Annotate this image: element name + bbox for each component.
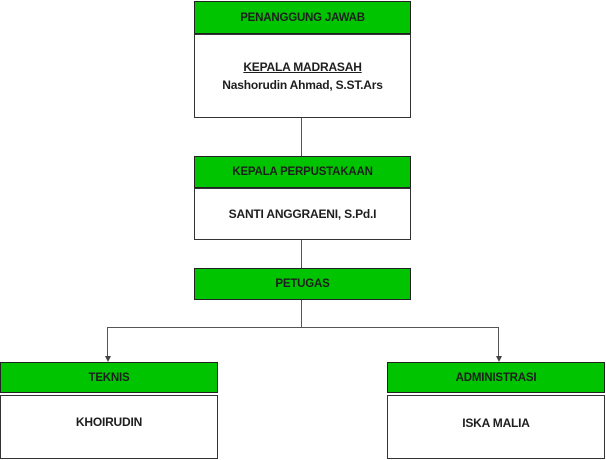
header-label: PETUGAS <box>275 278 330 290</box>
penanggung-jawab-header: PENANGGUNG JAWAB <box>194 1 411 34</box>
penanggung-jawab-box: KEPALA MADRASAH Nashorudin Ahmad, S.ST.A… <box>194 34 411 118</box>
connector-line <box>107 327 108 357</box>
teknis-header: TEKNIS <box>0 362 218 393</box>
person-name: SANTI ANGGRAENI, S.Pd.I <box>228 207 377 221</box>
teknis-box: KHOIRUDIN <box>0 395 218 459</box>
person-name: ISKA MALIA <box>462 416 530 430</box>
role-label: KEPALA MADRASAH <box>243 60 362 74</box>
connector-line <box>301 240 302 268</box>
person-name: Nashorudin Ahmad, S.ST.Ars <box>222 78 383 92</box>
arrow-down-icon <box>104 356 111 362</box>
header-label: KEPALA PERPUSTAKAAN <box>232 166 373 178</box>
connector-line <box>498 327 499 357</box>
person-name: KHOIRUDIN <box>75 415 143 429</box>
kepala-perpustakaan-box: SANTI ANGGRAENI, S.Pd.I <box>194 188 411 240</box>
administrasi-box: ISKA MALIA <box>387 395 605 459</box>
connector-line <box>301 300 302 327</box>
arrow-down-icon <box>495 356 502 362</box>
header-label: ADMINISTRASI <box>455 371 537 384</box>
kepala-perpustakaan-header: KEPALA PERPUSTAKAAN <box>194 156 411 188</box>
header-label: TEKNIS <box>88 371 130 384</box>
administrasi-header: ADMINISTRASI <box>387 362 605 393</box>
connector-line <box>301 118 302 156</box>
header-label: PENANGGUNG JAWAB <box>240 11 365 24</box>
petugas-header: PETUGAS <box>194 268 411 300</box>
connector-line <box>107 327 499 328</box>
